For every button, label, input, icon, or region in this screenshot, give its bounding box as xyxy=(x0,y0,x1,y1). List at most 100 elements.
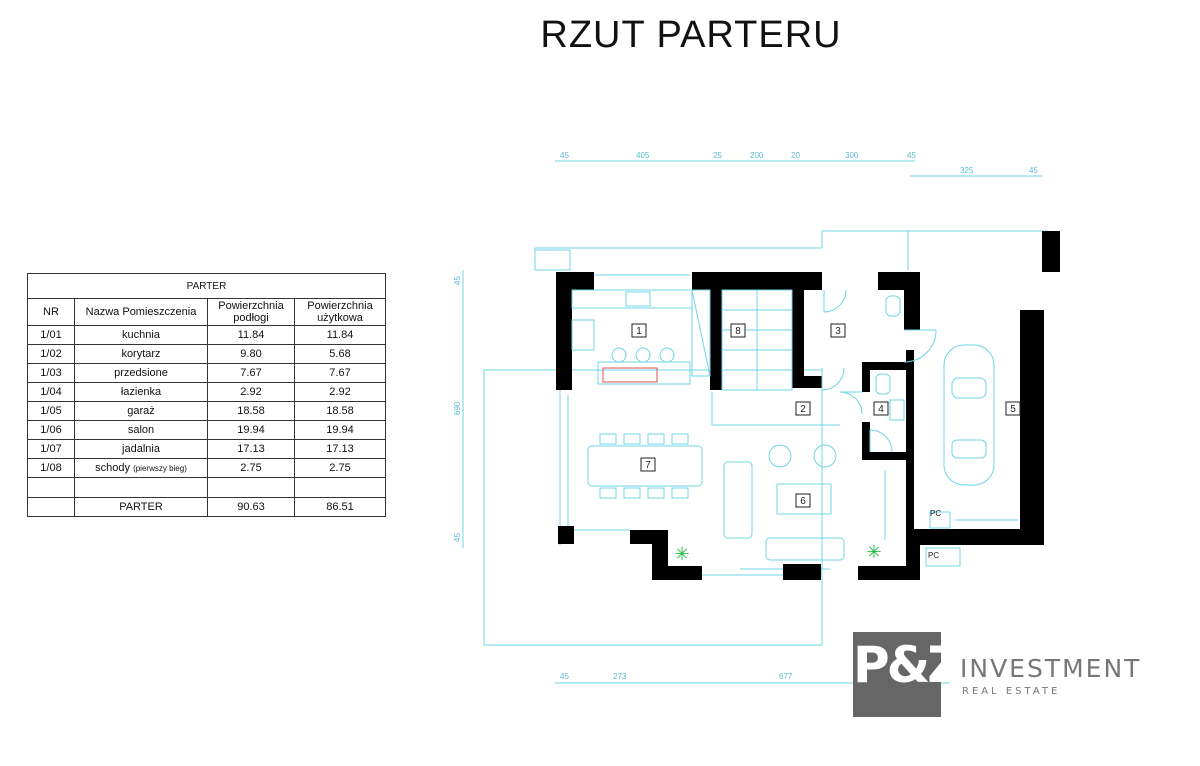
door-swing xyxy=(839,391,863,415)
col-header-nr: NR xyxy=(27,298,75,326)
table-row: 1/04 łazienka 2.92 2.92 xyxy=(27,382,386,402)
table-caption-row: PARTER xyxy=(27,273,386,299)
cell-name: salon xyxy=(74,420,208,440)
cell-floor: 2.92 xyxy=(207,382,295,402)
hob-icon xyxy=(602,367,658,383)
cell-name: łazienka xyxy=(74,382,208,402)
cell-nr: 1/05 xyxy=(27,401,75,421)
sofa-icon xyxy=(723,461,753,539)
table-row: 1/08 schody (pierwszy bieg) 2.75 2.75 xyxy=(27,458,386,478)
dim-label: 25 xyxy=(713,151,722,160)
cell-name: przedsione xyxy=(74,363,208,383)
table-row: 1/01 kuchnia 11.84 11.84 xyxy=(27,325,386,345)
cell-name: garaż xyxy=(74,401,208,421)
dim-label: 300 xyxy=(845,151,859,160)
garage xyxy=(925,344,1018,567)
room-tag-4: 4 xyxy=(873,401,889,416)
svg-text:8: 8 xyxy=(735,326,741,337)
dim-label: 273 xyxy=(613,672,627,681)
cell-name: kuchnia xyxy=(74,325,208,345)
cell-nr: 1/01 xyxy=(27,325,75,345)
cell-nr: 1/03 xyxy=(27,363,75,383)
total-usable: 86.51 xyxy=(294,497,386,517)
table-caption: PARTER xyxy=(27,273,386,299)
table-row: 1/07 jadalnia 17.13 17.13 xyxy=(27,439,386,459)
cabinet-mark xyxy=(691,289,711,377)
cell-empty xyxy=(207,477,295,498)
wardrobe-fixture xyxy=(885,295,901,317)
dim-label: 20 xyxy=(791,151,800,160)
wall xyxy=(630,530,702,580)
chair-icon xyxy=(671,487,689,499)
floor-plan: 45 405 25 200 20 300 45 325 45 45 690 45… xyxy=(453,151,1060,684)
svg-text:5: 5 xyxy=(1010,404,1016,415)
car-icon xyxy=(943,344,995,486)
pc-label: PC xyxy=(928,551,939,560)
cell-floor: 11.84 xyxy=(207,325,295,345)
cell-usable: 17.13 xyxy=(294,439,386,459)
wall xyxy=(783,564,821,580)
cell-usable: 18.58 xyxy=(294,401,386,421)
room-tag-6: 6 xyxy=(795,493,811,508)
sink-icon xyxy=(625,291,651,307)
cell-floor: 2.75 xyxy=(207,458,295,478)
table-header-row: NR Nazwa Pomieszczenia Powierzchnia podł… xyxy=(27,298,386,326)
cell-empty xyxy=(27,477,75,498)
page-title: RZUT PARTERU xyxy=(540,14,842,56)
door-swing xyxy=(821,367,845,391)
cell-nr: 1/07 xyxy=(27,439,75,459)
wall xyxy=(792,290,804,388)
table-row-empty xyxy=(27,477,386,498)
cell-usable: 2.92 xyxy=(294,382,386,402)
cell-name: jadalnia xyxy=(74,439,208,459)
boiler-icon xyxy=(929,511,951,529)
sofa-icon xyxy=(765,537,845,561)
cell-usable: 7.67 xyxy=(294,363,386,383)
armchair-icon xyxy=(768,444,792,468)
col-header-usable-area: Powierzchnia użytkowa xyxy=(294,298,386,326)
car-windshield xyxy=(951,377,987,399)
room-tag-1: 1 xyxy=(631,323,647,338)
cell-usable: 19.94 xyxy=(294,420,386,440)
cell-empty xyxy=(27,497,75,517)
kitchen xyxy=(571,289,711,385)
col-header-floor-area: Powierzchnia podłogi xyxy=(207,298,295,326)
dim-label: 325 xyxy=(960,166,974,175)
total-label: PARTER xyxy=(74,497,208,517)
stool-icon xyxy=(635,347,651,363)
stairs xyxy=(721,289,793,391)
wall xyxy=(906,350,914,550)
room-tag-7: 7 xyxy=(640,457,656,472)
plant-icon: ✳ xyxy=(674,544,689,564)
cell-nr: 1/08 xyxy=(27,458,75,478)
chair-icon xyxy=(647,433,665,445)
wall xyxy=(862,362,914,370)
wall xyxy=(692,272,822,290)
svg-text:6: 6 xyxy=(800,496,806,507)
table-row: 1/05 garaż 18.58 18.58 xyxy=(27,401,386,421)
toilet-icon xyxy=(875,373,891,395)
kitchen-counter xyxy=(571,289,693,309)
cell-floor: 19.94 xyxy=(207,420,295,440)
svg-text:4: 4 xyxy=(878,404,884,415)
cell-floor: 17.13 xyxy=(207,439,295,459)
armchair-icon xyxy=(813,444,837,468)
meter-box xyxy=(925,547,961,567)
chair-icon xyxy=(599,487,617,499)
wall xyxy=(914,529,1044,545)
cell-name: schody (pierwszy bieg) xyxy=(74,458,208,478)
tall-cabinets xyxy=(691,289,711,377)
roof-outline xyxy=(534,230,1048,250)
wall xyxy=(1042,231,1060,272)
svg-text:2: 2 xyxy=(800,404,806,415)
total-floor: 90.63 xyxy=(207,497,295,517)
table-row: 1/02 korytarz 9.80 5.68 xyxy=(27,344,386,364)
terrace-outline xyxy=(483,369,823,646)
wall xyxy=(556,272,572,390)
col-header-usable-area-text: Powierzchnia użytkowa xyxy=(307,300,373,324)
dim-label: 45 xyxy=(560,151,569,160)
room-tag-8: 8 xyxy=(730,323,746,338)
svg-text:3: 3 xyxy=(835,326,841,337)
bathroom xyxy=(875,295,905,421)
thin-walls-and-windows xyxy=(559,274,886,576)
